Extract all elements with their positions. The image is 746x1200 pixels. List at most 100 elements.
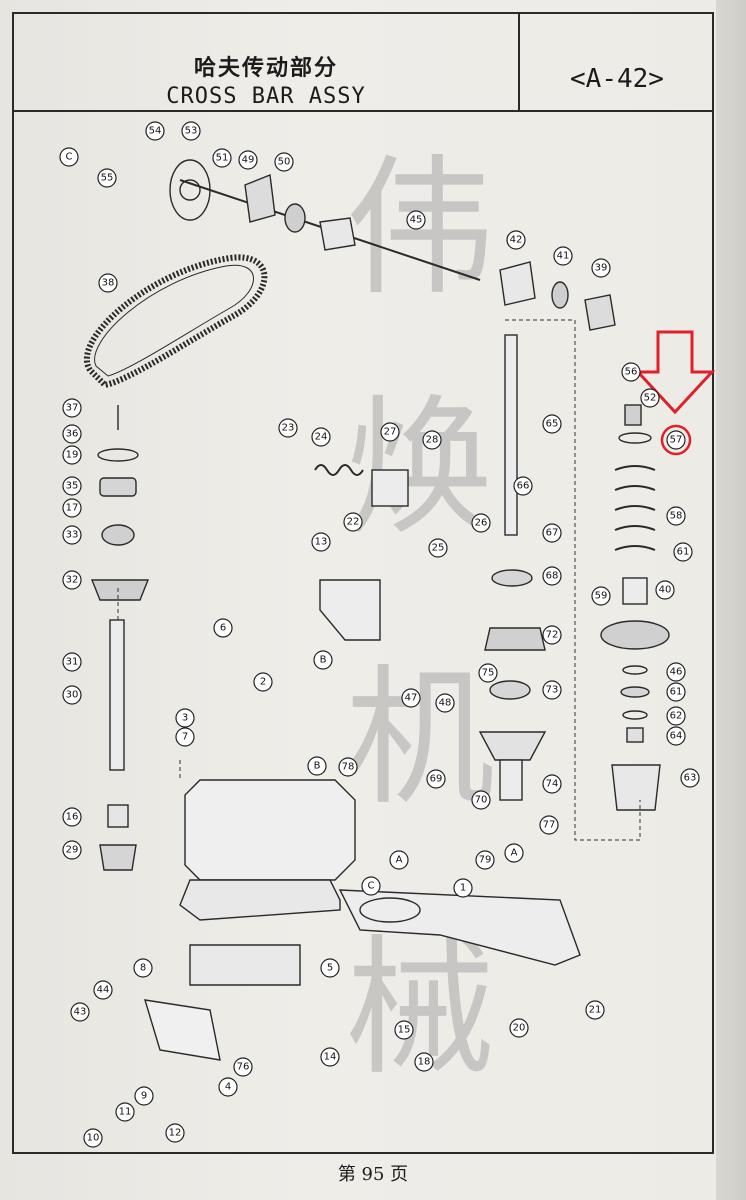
callout-11[interactable]: 11 [115,1102,135,1122]
callout-55[interactable]: 55 [97,168,117,188]
svg-text:62: 62 [670,711,683,722]
callout-73[interactable]: 73 [542,680,562,700]
callout-40[interactable]: 40 [655,580,675,600]
callout-8[interactable]: 8 [133,958,153,978]
svg-text:48: 48 [439,698,452,709]
callout-17[interactable]: 17 [62,498,82,518]
svg-text:75: 75 [482,668,495,679]
callout-74[interactable]: 74 [542,774,562,794]
callout-5[interactable]: 5 [320,958,340,978]
ref-b-upper[interactable]: B [313,650,333,670]
callout-14[interactable]: 14 [320,1047,340,1067]
callout-48[interactable]: 48 [435,693,455,713]
callout-22[interactable]: 22 [343,512,363,532]
callout-53[interactable]: 53 [181,121,201,141]
callout-28[interactable]: 28 [422,430,442,450]
callout-60[interactable]: 61 [673,542,693,562]
callout-46[interactable]: 46 [666,662,686,682]
svg-text:24: 24 [315,432,328,443]
callout-59[interactable]: 59 [591,586,611,606]
callout-49[interactable]: 49 [238,150,258,170]
callout-72[interactable]: 72 [542,625,562,645]
callout-26[interactable]: 26 [471,513,491,533]
callout-47[interactable]: 47 [401,688,421,708]
callout-69[interactable]: 69 [426,769,446,789]
callout-43[interactable]: 43 [70,1002,90,1022]
svg-text:46: 46 [670,667,683,678]
callout-19[interactable]: 19 [62,445,82,465]
callout-1[interactable]: 1 [453,878,473,898]
callout-32[interactable]: 32 [62,570,82,590]
svg-text:66: 66 [517,481,530,492]
callout-51[interactable]: 51 [212,148,232,168]
callout-30[interactable]: 30 [62,685,82,705]
callout-39[interactable]: 39 [591,258,611,278]
callout-61[interactable]: 61 [666,682,686,702]
svg-text:49: 49 [242,155,255,166]
callout-9[interactable]: 9 [134,1086,154,1106]
callout-79[interactable]: 79 [475,850,495,870]
svg-text:B: B [320,655,327,666]
callout-64[interactable]: 64 [666,726,686,746]
callout-62[interactable]: 62 [666,706,686,726]
ref-b-lower[interactable]: B [307,756,327,776]
callout-41[interactable]: 41 [553,246,573,266]
callout-10[interactable]: 10 [83,1128,103,1148]
callout-3[interactable]: 3 [175,708,195,728]
svg-text:11: 11 [119,1107,132,1118]
callout-23[interactable]: 23 [278,418,298,438]
svg-text:23: 23 [282,423,295,434]
ref-a-right[interactable]: A [504,843,524,863]
guide-lines [117,319,641,841]
callout-16[interactable]: 16 [62,807,82,827]
callout-36[interactable]: 36 [62,424,82,444]
callout-66[interactable]: 66 [513,476,533,496]
callout-56[interactable]: 56 [621,362,641,382]
svg-text:38: 38 [102,278,115,289]
callout-12[interactable]: 12 [165,1123,185,1143]
ref-c-lower[interactable]: C [361,876,381,896]
callout-31[interactable]: 31 [62,652,82,672]
callout-58[interactable]: 58 [666,506,686,526]
callout-44[interactable]: 44 [93,980,113,1000]
callout-78[interactable]: 78 [338,757,358,777]
callout-45[interactable]: 45 [406,210,426,230]
callout-67[interactable]: 67 [542,523,562,543]
callout-18[interactable]: 18 [414,1052,434,1072]
callout-70[interactable]: 70 [471,790,491,810]
callout-7[interactable]: 7 [175,727,195,747]
callout-29[interactable]: 29 [62,840,82,860]
callout-20[interactable]: 20 [509,1018,529,1038]
callout-6[interactable]: 6 [213,618,233,638]
callout-52[interactable]: 52 [640,388,660,408]
callout-33[interactable]: 33 [62,525,82,545]
callout-65[interactable]: 65 [542,414,562,434]
callout-2[interactable]: 2 [253,672,273,692]
callout-25[interactable]: 25 [428,538,448,558]
callout-57[interactable]: 57 [666,430,686,450]
callout-27[interactable]: 27 [380,422,400,442]
ref-a-left[interactable]: A [389,850,409,870]
callout-77[interactable]: 77 [539,815,559,835]
callout-63[interactable]: 63 [680,768,700,788]
callout-68[interactable]: 68 [542,566,562,586]
svg-text:74: 74 [546,779,559,790]
callout-37[interactable]: 37 [62,398,82,418]
callout-54[interactable]: 54 [145,121,165,141]
callout-50[interactable]: 50 [274,152,294,172]
callout-75[interactable]: 75 [478,663,498,683]
callout-42[interactable]: 42 [506,230,526,250]
callout-4[interactable]: 4 [218,1077,238,1097]
callout-35[interactable]: 35 [62,476,82,496]
ref-c-top[interactable]: C [59,147,79,167]
callout-38[interactable]: 38 [98,273,118,293]
callout-21[interactable]: 21 [585,1000,605,1020]
callout-76[interactable]: 76 [233,1057,253,1077]
callout-13[interactable]: 13 [311,532,331,552]
svg-text:41: 41 [557,251,570,262]
callout-24[interactable]: 24 [311,427,331,447]
callout-15[interactable]: 15 [394,1020,414,1040]
svg-text:B: B [314,761,321,772]
svg-text:65: 65 [546,419,559,430]
